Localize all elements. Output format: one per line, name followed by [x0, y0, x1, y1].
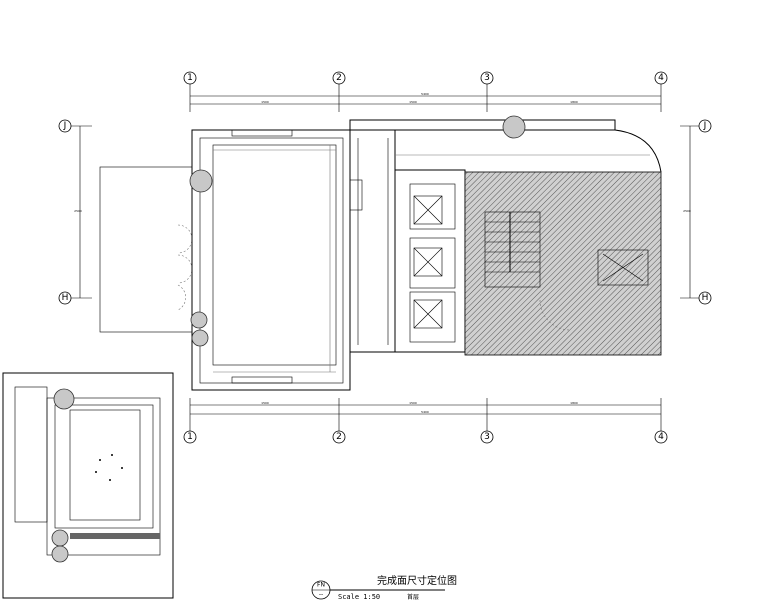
- elevator-bank: [394, 169, 466, 353]
- svg-text:H: H: [62, 293, 69, 303]
- svg-text:1: 1: [187, 73, 193, 83]
- svg-text:5400: 5400: [421, 410, 429, 414]
- drawing-title: 完成面尺寸定位图: [377, 574, 457, 587]
- elevator-1: [409, 183, 456, 230]
- svg-text:1500: 1500: [261, 401, 269, 405]
- grid-bubble-3-bottom: 3: [480, 398, 494, 444]
- elevator-2: [409, 237, 456, 289]
- column: [191, 329, 209, 347]
- dimension-line-right: 2500: [683, 126, 691, 298]
- svg-text:J: J: [703, 121, 707, 131]
- main-room: [191, 129, 351, 391]
- drawing-subtitle: 首层: [407, 593, 419, 601]
- svg-text:1800: 1800: [570, 100, 578, 104]
- svg-text:3: 3: [484, 432, 490, 442]
- drawing-tag-sheet: --: [319, 592, 323, 599]
- svg-text:1800: 1800: [570, 401, 578, 405]
- dimension-line-bottom: 1500 1500 1800 5400: [190, 401, 661, 415]
- inset-plan: [2, 372, 174, 599]
- svg-text:H: H: [702, 293, 709, 303]
- corridor: [349, 129, 396, 353]
- column: [502, 115, 526, 139]
- grid-bubble-1-top: 1: [183, 71, 197, 112]
- grid-bubble-H-right: H: [680, 291, 712, 305]
- svg-text:1: 1: [187, 432, 193, 442]
- svg-text:1500: 1500: [409, 401, 417, 405]
- entrance-doors: [177, 224, 193, 311]
- column: [189, 169, 213, 193]
- svg-text:4: 4: [658, 432, 664, 442]
- grid-bubble-3-top: 3: [480, 71, 494, 112]
- svg-text:3: 3: [484, 73, 490, 83]
- svg-text:2: 2: [336, 73, 342, 83]
- grid-top: 1 2 3 4 5400 1500 1500 1800: [183, 71, 668, 112]
- elevator-3: [409, 291, 456, 343]
- svg-text:1500: 1500: [409, 100, 417, 104]
- drawing-tag: FN: [317, 582, 325, 589]
- grid-bubble-J-right: J: [680, 119, 712, 133]
- top-strip: [349, 119, 662, 173]
- column: [190, 311, 208, 329]
- left-annex: [99, 166, 193, 333]
- grid-bubble-H-left: H: [58, 291, 92, 305]
- svg-text:1500: 1500: [261, 100, 269, 104]
- grid-bottom: 1500 1500 1800 5400 1 2 3 4: [183, 398, 668, 444]
- dimension-line-left: 2500: [74, 126, 82, 298]
- grid-bubble-4-bottom: 4: [654, 398, 668, 444]
- stair-core: [464, 171, 662, 356]
- svg-text:2: 2: [336, 432, 342, 442]
- svg-text:2500: 2500: [74, 209, 82, 213]
- svg-text:4: 4: [658, 73, 664, 83]
- grid-rows: J H 2500 J H 2500: [58, 119, 712, 305]
- grid-bubble-4-top: 4: [654, 71, 668, 112]
- grid-bubble-2-bottom: 2: [332, 398, 346, 444]
- grid-bubble-2-top: 2: [332, 71, 346, 112]
- title-block: FN -- 完成面尺寸定位图 Scale 1:50 首层: [311, 574, 457, 601]
- grid-bubble-J-left: J: [58, 119, 92, 133]
- svg-text:2500: 2500: [683, 209, 691, 213]
- dimension-line-top: 5400 1500 1500 1800: [190, 92, 661, 105]
- svg-text:J: J: [63, 121, 67, 131]
- drawing-scale: Scale 1:50: [338, 593, 380, 601]
- svg-text:5400: 5400: [421, 92, 429, 96]
- grid-bubble-1-bottom: 1: [183, 398, 197, 444]
